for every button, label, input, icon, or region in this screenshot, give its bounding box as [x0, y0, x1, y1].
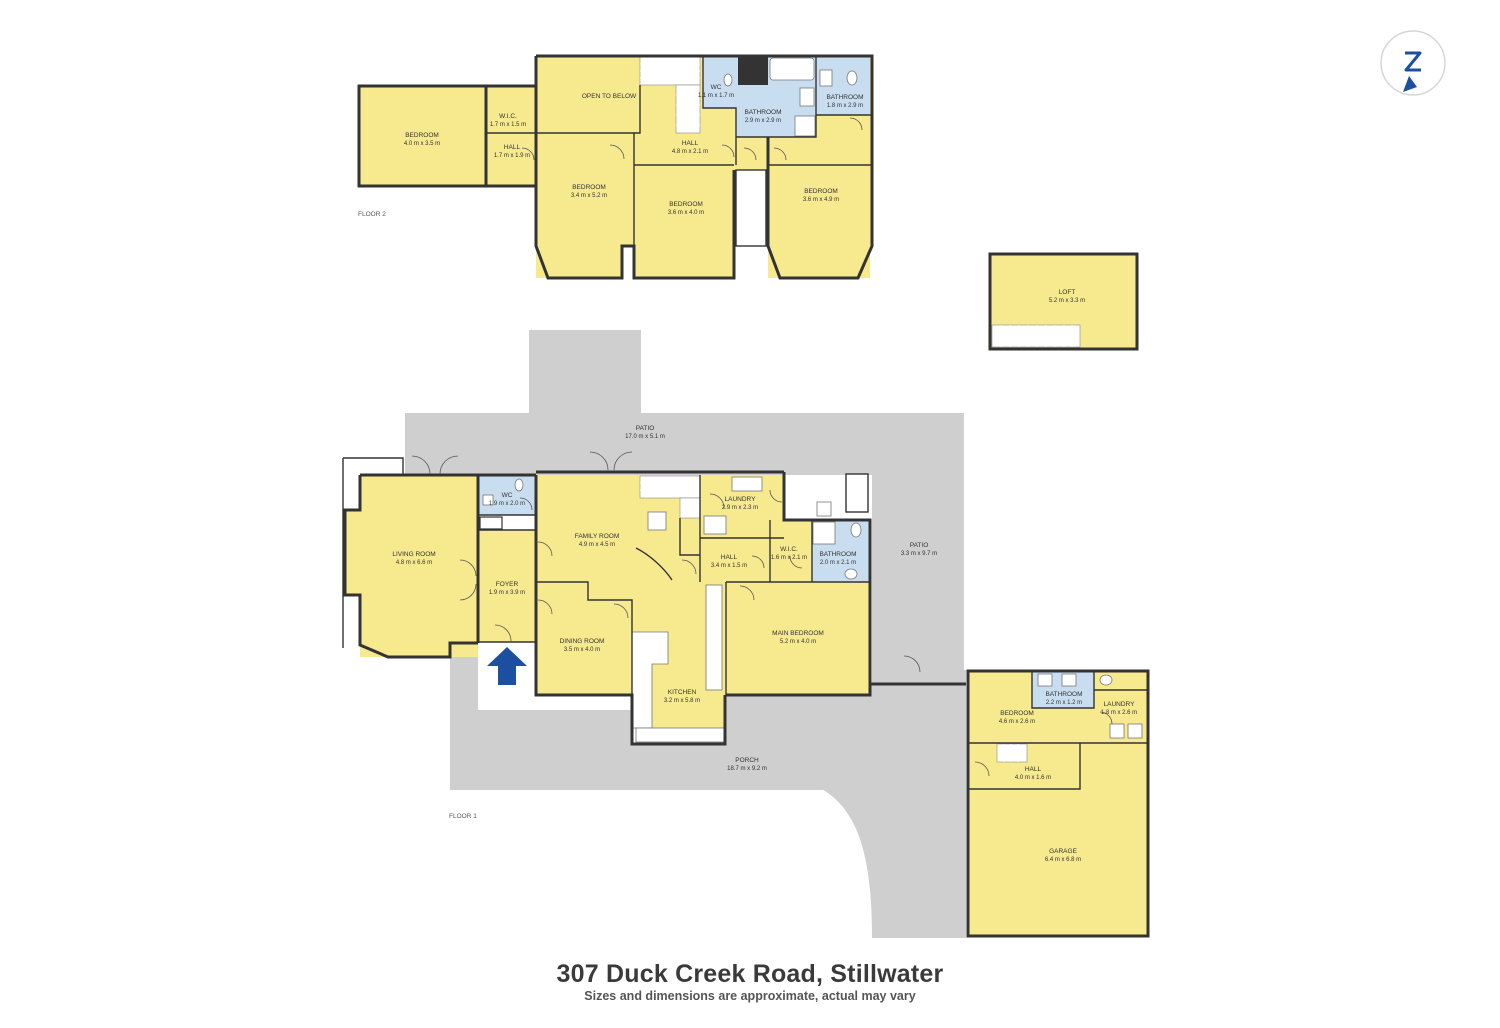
room-label: BATHROOM — [826, 94, 863, 101]
room-label: BATHROOM — [1045, 691, 1082, 698]
room-label: KITCHEN — [668, 689, 697, 696]
room-label: HALL — [504, 144, 521, 151]
room-label: PATIO — [910, 542, 929, 549]
room-dimensions: 2.9 m x 2.9 m — [745, 118, 781, 124]
room-dimensions: 1.1 m x 1.7 m — [698, 93, 734, 99]
room-label: W.I.C. — [780, 546, 798, 553]
floor-2-label: FLOOR 2 — [358, 211, 386, 218]
room-label: BATHROOM — [819, 551, 856, 558]
room-dimensions: 1.7 m x 1.9 m — [494, 153, 530, 159]
floor-2-plan — [357, 54, 874, 280]
room-dimensions: 1.8 m x 2.6 m — [1101, 710, 1137, 716]
room-label: WC — [502, 492, 513, 499]
room-dimensions: 2.0 m x 2.1 m — [820, 560, 856, 566]
room-label: HALL — [721, 554, 738, 561]
room-label: DINING ROOM — [560, 638, 605, 645]
room-dimensions: 1.9 m x 2.0 m — [489, 501, 525, 507]
room-label: LAUNDRY — [725, 496, 757, 503]
room-dimensions: 3.2 m x 5.8 m — [664, 698, 700, 704]
room-label: OPEN TO BELOW — [582, 93, 637, 100]
room-dimensions: 3.4 m x 1.5 m — [711, 563, 747, 569]
room-label: LOFT — [1059, 289, 1076, 296]
room-dimensions: 4.0 m x 1.6 m — [1015, 775, 1051, 781]
annex-plan — [966, 669, 1150, 938]
room-label: FOYER — [496, 581, 519, 588]
room-dimensions: 4.9 m x 4.5 m — [579, 542, 615, 548]
room-label: WC — [711, 84, 722, 91]
room-dimensions: 4.8 m x 6.6 m — [396, 560, 432, 566]
property-address: 307 Duck Creek Road, Stillwater — [556, 960, 944, 988]
floor-1-plan — [342, 330, 966, 938]
room-dimensions: 17.0 m x 5.1 m — [625, 434, 665, 440]
room-label: BEDROOM — [405, 132, 439, 139]
room-dimensions: 5.2 m x 4.0 m — [780, 639, 816, 645]
room-dimensions: 18.7 m x 9.2 m — [727, 766, 767, 772]
room-dimensions: 3.6 m x 4.0 m — [668, 210, 704, 216]
room-label: W.I.C. — [499, 113, 517, 120]
room-dimensions: 2.2 m x 1.2 m — [1046, 700, 1082, 706]
room-dimensions: 4.6 m x 2.6 m — [999, 719, 1035, 725]
room-label: HALL — [682, 140, 699, 147]
room-label: GARAGE — [1049, 848, 1077, 855]
room-dimensions: 1.8 m x 2.9 m — [827, 103, 863, 109]
room-dimensions: 4.0 m x 3.5 m — [404, 141, 440, 147]
room-dimensions: 1.7 m x 1.5 m — [490, 122, 526, 128]
room-label: MAIN BEDROOM — [772, 630, 824, 637]
entrance-arrow-icon — [487, 647, 527, 685]
room-label: BEDROOM — [804, 188, 838, 195]
room-dimensions: 3.3 m x 9.7 m — [901, 551, 937, 557]
room-dimensions: 3.5 m x 4.0 m — [564, 647, 600, 653]
room-label: BEDROOM — [1000, 710, 1034, 717]
room-dimensions: 3.6 m x 4.9 m — [803, 197, 839, 203]
north-arrow-icon — [1380, 30, 1446, 96]
room-label: BATHROOM — [744, 109, 781, 116]
room-dimensions: 3.4 m x 5.2 m — [571, 193, 607, 199]
floor-1-label: FLOOR 1 — [449, 813, 477, 820]
room-label: PATIO — [636, 425, 655, 432]
room-dimensions: 6.4 m x 6.8 m — [1045, 857, 1081, 863]
room-label: FAMILY ROOM — [575, 533, 620, 540]
room-dimensions: 4.8 m x 2.1 m — [672, 149, 708, 155]
room-dimensions: 1.6 m x 2.1 m — [771, 555, 807, 561]
room-dimensions: 5.2 m x 3.3 m — [1049, 298, 1085, 304]
room-dimensions: 2.9 m x 2.3 m — [722, 505, 758, 511]
room-dimensions: 1.9 m x 3.9 m — [489, 590, 525, 596]
room-label: HALL — [1025, 766, 1042, 773]
disclaimer-text: Sizes and dimensions are approximate, ac… — [584, 989, 916, 1003]
room-label: LAUNDRY — [1104, 701, 1136, 708]
room-label: BEDROOM — [669, 201, 703, 208]
room-label: PORCH — [735, 757, 759, 764]
room-label: BEDROOM — [572, 184, 606, 191]
room-label: LIVING ROOM — [392, 551, 435, 558]
loft-plan — [988, 252, 1139, 351]
